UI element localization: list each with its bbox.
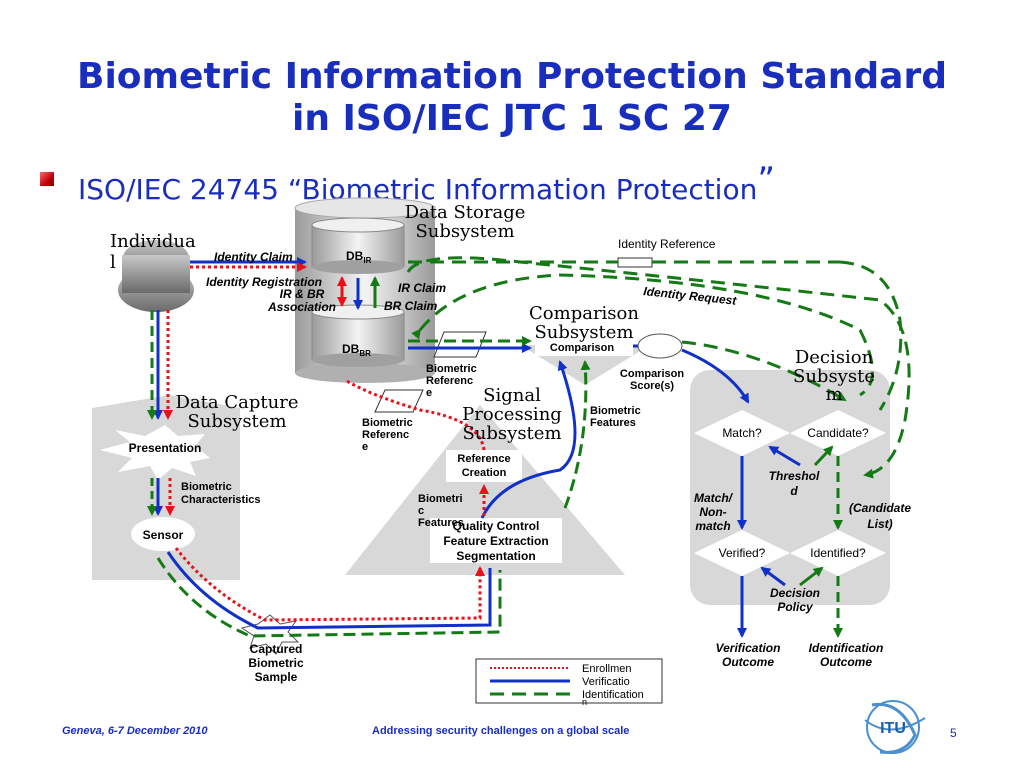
identity-registration-label: Identity Registration [206,275,322,289]
reference-creation-box [446,450,522,482]
sensor-node [131,517,195,551]
itu-logo: ITU [864,700,926,754]
identified-diamond [790,530,886,576]
db-ir-cylinder-icon [311,217,405,274]
comparison-score-node [637,333,683,359]
subsystem-backgrounds [92,197,890,655]
presentation-starburst-icon [100,425,210,480]
page-number: 5 [950,726,957,740]
match-diamond [694,410,790,456]
diagram-labels: Identity Claim Identity Registration IR … [129,237,912,684]
title-line-2: in ISO/IEC JTC 1 SC 27 [292,98,732,139]
identity-reference-icon [617,257,653,268]
match-label: Match? [722,426,762,440]
sensor-label: Sensor [143,528,184,542]
verified-diamond [694,530,790,576]
legend-label-verification: Verificatio [582,676,630,688]
identified-label: Identified? [810,546,866,560]
legend-label-extra: n [582,697,587,707]
db-br-cylinder-icon [311,304,405,367]
bullet-text: ISO/IEC 24745 “Biometric Information Pro… [78,160,775,206]
match-nonmatch-label: Match/Non-match [694,491,734,533]
qc-fe-seg-box [430,518,562,563]
presentation-label: Presentation [129,441,202,455]
bullet-square-icon [40,172,54,186]
ir-claim-label: IR Claim [398,281,446,295]
footer-center: Addressing security challenges on a glob… [372,725,630,737]
db-ir-label: DBIR [346,249,372,265]
candidate-label: Candidate? [807,426,869,440]
individual-head-icon [118,240,194,312]
identity-reference-label: Identity Reference [618,237,716,251]
legend: Enrollmen Verificatio n Identification [475,658,663,707]
comparison-box-label: Comparison [550,342,614,354]
candidate-diamond [790,410,886,456]
footer-left: Geneva, 6-7 December 2010 [62,725,208,737]
br-claim-label: BR Claim [384,299,438,313]
slide-title: Biometric Information Protection Standar… [0,56,1024,140]
verified-label: Verified? [719,546,766,560]
biometric-reference-parallelogram-1 [433,331,487,358]
flow-lines [147,256,911,638]
identity-claim-label: Identity Claim [214,250,293,264]
itu-logo-text: ITU [880,720,906,737]
comparison-box [535,340,633,356]
legend-label-enrollment: Enrollmen [582,663,632,675]
identity-request-label: Identity Request [643,284,738,308]
db-br-label: DBBR [342,342,371,358]
title-line-1: Biometric Information Protection Standar… [77,56,947,97]
legend-label-identification: Identification [582,689,644,701]
biometric-reference-parallelogram-2 [374,389,424,413]
data-capture-shape [92,395,240,580]
